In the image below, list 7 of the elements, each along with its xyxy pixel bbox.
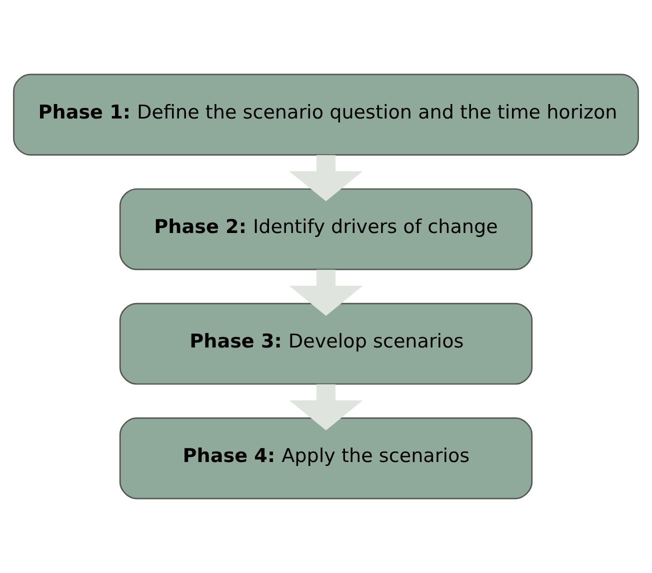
node-box: Phase 4: Apply the scenarios [119,417,533,500]
node-box: Phase 3: Develop scenarios [119,302,533,385]
arrow [289,384,363,430]
node-box: Phase 1: Define the scenario question and the time horizon [13,74,639,156]
arrow [289,270,363,316]
node-box: Phase 2: Identify drivers of change [119,188,533,270]
arrow [289,155,363,202]
